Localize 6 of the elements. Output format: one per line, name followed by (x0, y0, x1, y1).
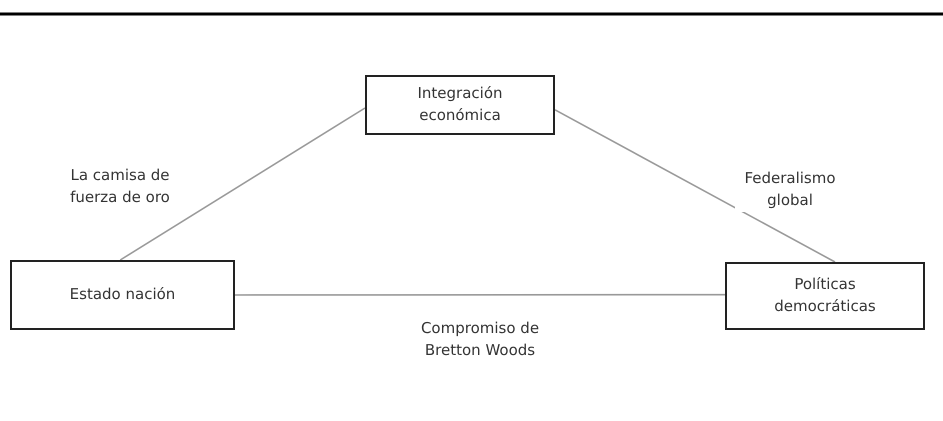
connector-line (554, 109, 836, 263)
connector-line (120, 107, 366, 261)
concept-box: Estado nación (10, 260, 235, 330)
concept-box: Políticas democráticas (725, 262, 925, 330)
connector-line (235, 294, 725, 296)
concept-box: Integración económica (365, 75, 555, 135)
